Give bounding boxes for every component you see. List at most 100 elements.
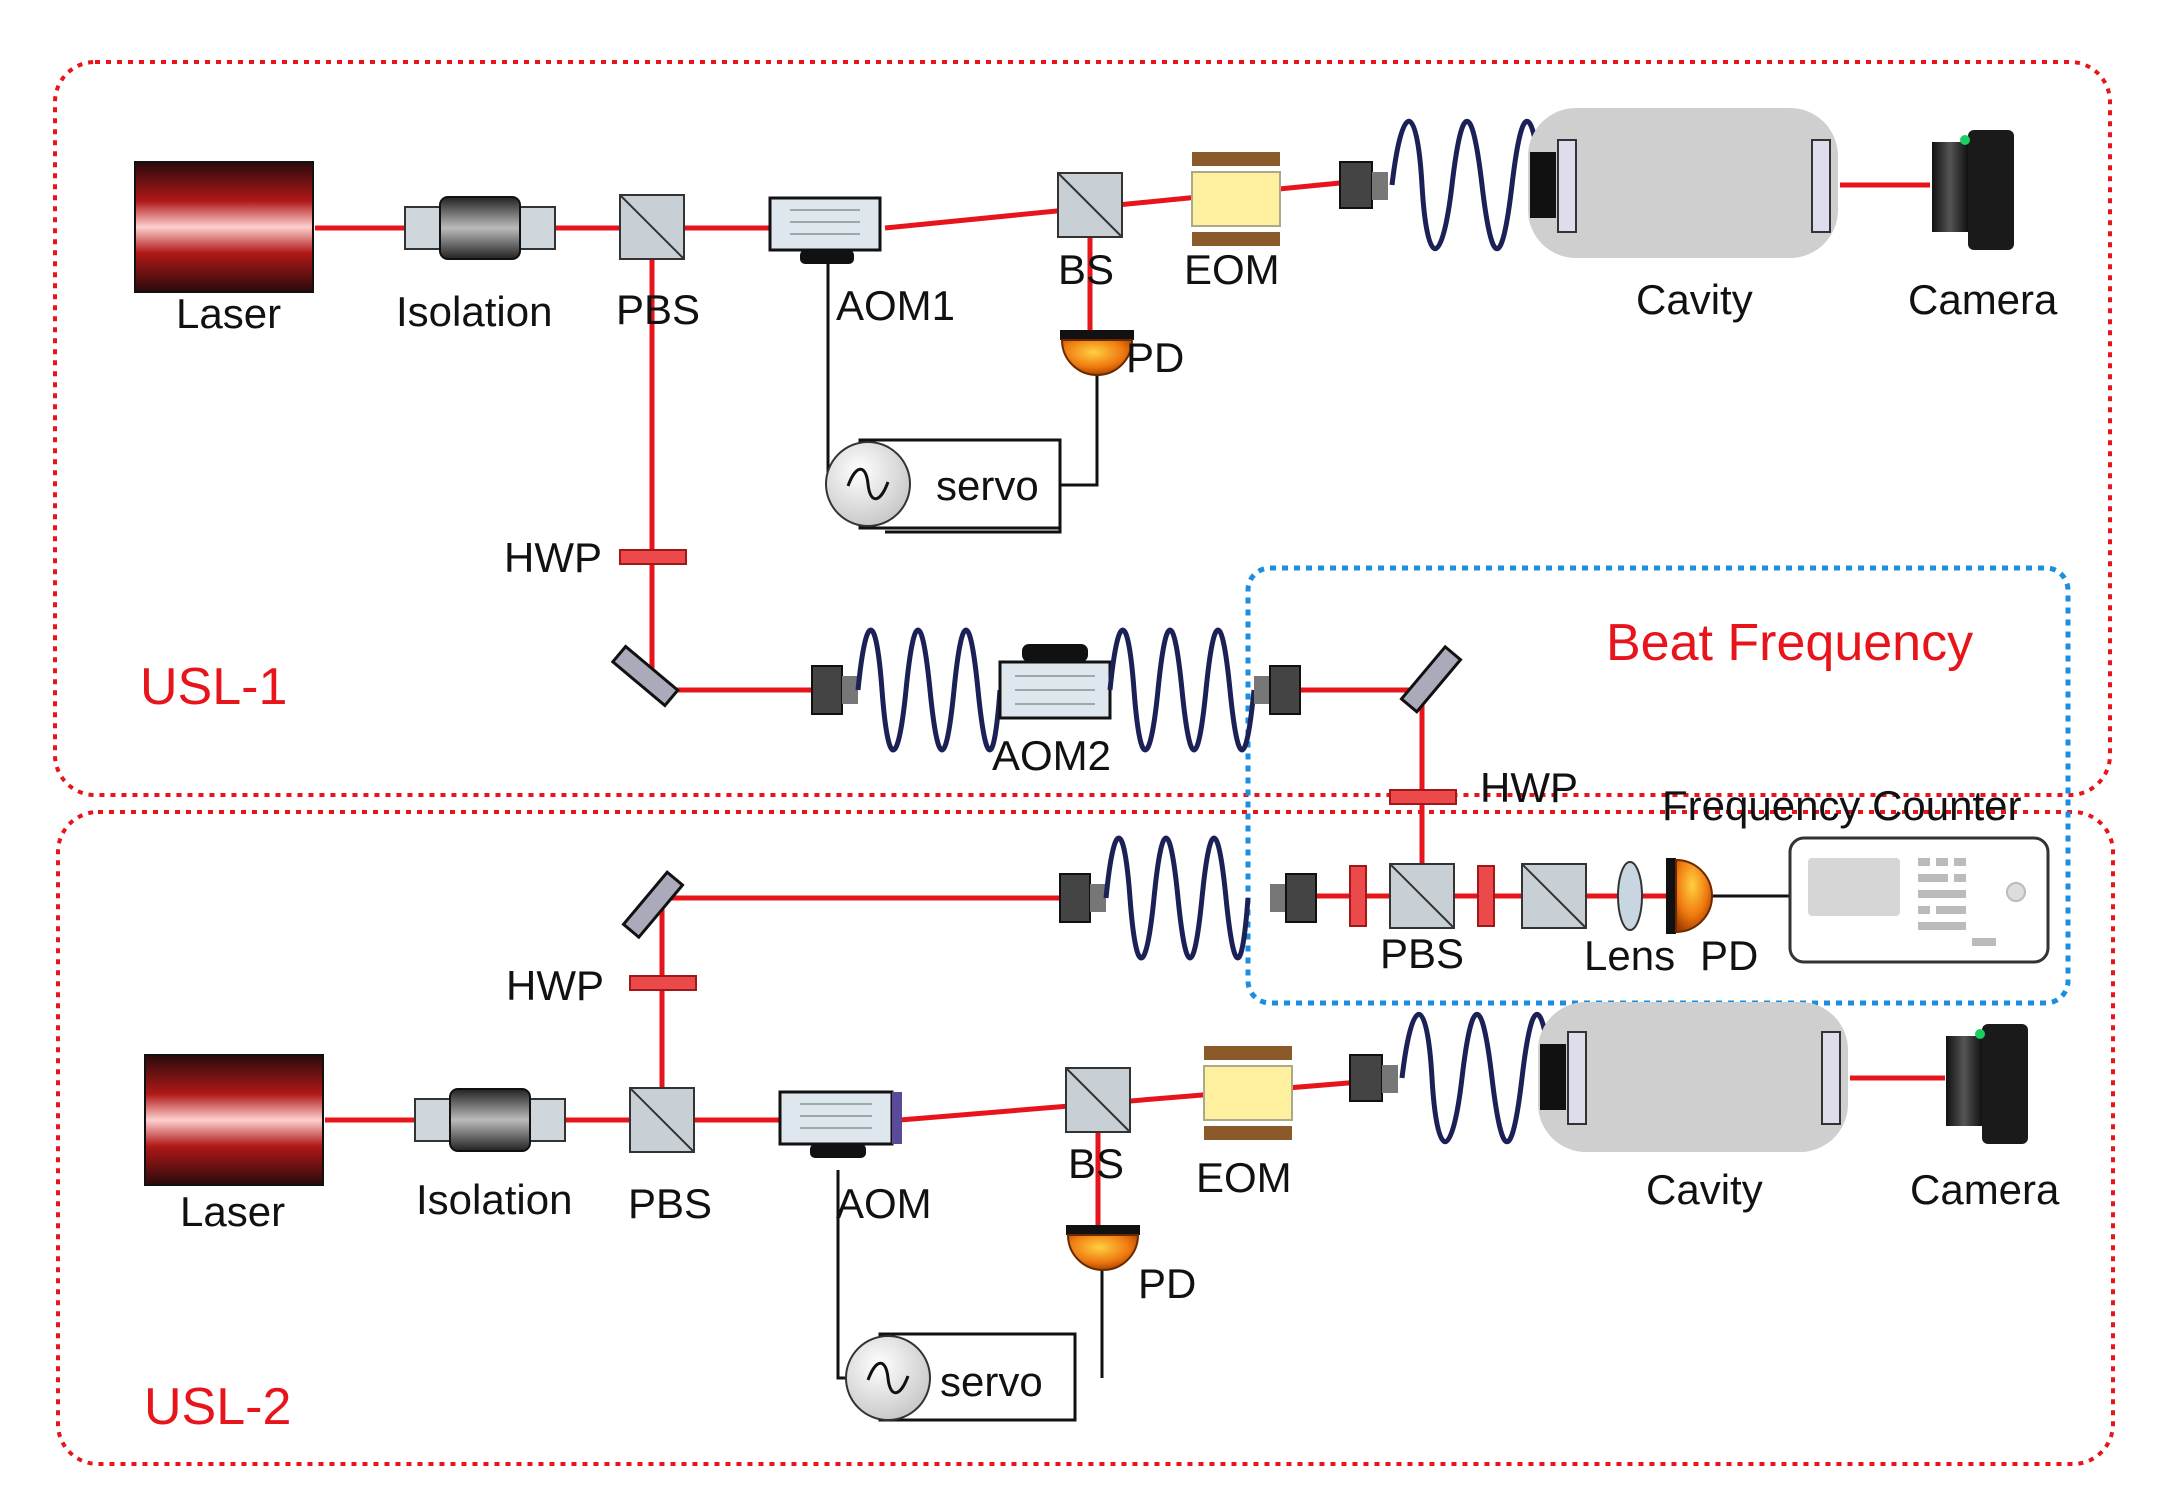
usl1-aom xyxy=(768,196,882,264)
beat-hwp xyxy=(1389,789,1457,805)
frequency-counter xyxy=(1788,836,2050,964)
fiber-coupler-icon xyxy=(811,665,843,715)
usl1-bs-label: BS xyxy=(1058,246,1114,293)
usl2-hwp-label: HWP xyxy=(506,962,604,1009)
beat-section-label: Beat Frequency xyxy=(1606,614,1973,672)
mirror-icon xyxy=(610,644,680,708)
lens-label: Lens xyxy=(1584,932,1675,979)
usl1-cavity xyxy=(1528,108,1838,258)
usl1-beam-splitter xyxy=(1057,172,1123,238)
usl2-beam-splitter xyxy=(1065,1067,1131,1133)
aom2-fiber-assembly xyxy=(811,627,1301,753)
usl1-hwp-label: HWP xyxy=(504,534,602,581)
fiber-coupler-icon xyxy=(1349,1054,1383,1102)
usl1-region-border xyxy=(53,60,2112,797)
usl1-eom xyxy=(1191,152,1281,246)
usl2-servo xyxy=(845,1332,1077,1422)
usl2-isolation-label: Isolation xyxy=(416,1176,572,1223)
usl2-pbs xyxy=(629,1087,695,1153)
signal-wires xyxy=(826,250,1790,1412)
cavity-icon xyxy=(1528,108,1838,258)
usl1-pbs xyxy=(619,194,685,260)
fiber-coupler-icon xyxy=(1269,665,1301,715)
usl2-pd xyxy=(1066,1225,1140,1271)
usl2-camera-label: Camera xyxy=(1910,1166,2060,1213)
usl1-aom1-label: AOM1 xyxy=(836,282,955,329)
fiber-coil-icon xyxy=(1107,627,1257,753)
usl2-mirror xyxy=(621,870,685,940)
usl2-fiber-to-beat xyxy=(1059,835,1317,961)
usl1-camera xyxy=(1932,130,2014,250)
usl1-isolation-label: Isolation xyxy=(396,288,552,335)
usl2-eom-label: EOM xyxy=(1196,1154,1292,1201)
usl1-isolator xyxy=(404,196,556,260)
beat-pbs-label: PBS xyxy=(1380,930,1464,977)
frequency-counter-label: Frequency Counter xyxy=(1662,782,2022,829)
usl2-laser-label: Laser xyxy=(180,1188,285,1235)
aom-icon xyxy=(778,1090,894,1146)
waveplate-icon xyxy=(1389,789,1457,805)
usl2-bs-label: BS xyxy=(1068,1140,1124,1187)
fiber-coupler-icon xyxy=(1339,161,1373,209)
photodiode-icon xyxy=(1060,339,1134,376)
fiber-coupler-icon xyxy=(1059,873,1091,923)
photodiode-icon xyxy=(1066,1234,1140,1271)
laser-icon xyxy=(134,161,314,293)
usl2-pd-label: PD xyxy=(1138,1260,1196,1307)
fiber-coil-icon xyxy=(1103,835,1251,961)
usl1-eom-label: EOM xyxy=(1184,246,1280,293)
usl1-camera-label: Camera xyxy=(1908,276,2058,323)
usl2-hwp xyxy=(629,975,697,991)
usl1-hwp xyxy=(619,549,687,565)
usl1-section-label: USL-1 xyxy=(140,658,287,716)
waveplate-icon xyxy=(629,975,697,991)
beat-pd xyxy=(1666,858,1713,934)
aom2-label: AOM2 xyxy=(992,732,1111,779)
usl2-isolator xyxy=(414,1088,566,1152)
beat-pbs xyxy=(1389,863,1455,929)
usl2-eom xyxy=(1203,1046,1293,1140)
waveplate-icon xyxy=(619,549,687,565)
waveplate-icon xyxy=(1477,865,1495,927)
eom-icon xyxy=(1204,1046,1292,1060)
usl2-pbs-label: PBS xyxy=(628,1180,712,1227)
beat-pd-label: PD xyxy=(1700,932,1758,979)
cavity-icon xyxy=(1538,1002,1848,1152)
usl1-laser-label: Laser xyxy=(176,290,281,337)
eom-icon xyxy=(1192,152,1280,166)
usl2-camera xyxy=(1946,1024,2028,1144)
usl1-pbs-label: PBS xyxy=(616,286,700,333)
usl1-laser xyxy=(134,161,314,293)
fiber-coil-icon xyxy=(855,627,1003,753)
usl2-aom-label: AOM xyxy=(836,1180,932,1227)
aom-icon xyxy=(768,196,882,252)
laser-icon xyxy=(144,1054,324,1186)
usl1-pd-label: PD xyxy=(1126,334,1184,381)
camera-icon xyxy=(1946,1036,1982,1126)
usl2-laser xyxy=(144,1054,324,1186)
waveplate-icon xyxy=(1349,865,1367,927)
fiber-coupler-icon xyxy=(1285,873,1317,923)
usl2-cavity-label: Cavity xyxy=(1646,1166,1763,1213)
usl1-servo-label: servo xyxy=(936,462,1039,509)
beat-polarizer xyxy=(1521,863,1587,929)
camera-icon xyxy=(1932,142,1968,232)
usl1-mirror xyxy=(610,644,680,708)
usl1-servo xyxy=(825,438,1062,530)
photodiode-icon xyxy=(1675,858,1713,934)
usl2-servo-label: servo xyxy=(940,1358,1043,1405)
usl2-cavity xyxy=(1538,1002,1848,1152)
usl2-aom xyxy=(778,1090,902,1158)
usl2-section-label: USL-2 xyxy=(144,1378,291,1436)
usl2-fiber-coupler xyxy=(1349,1054,1398,1102)
mirror-icon xyxy=(1399,644,1463,714)
beat-hwp-label: HWP xyxy=(1480,764,1578,811)
beat-mirror xyxy=(1399,644,1463,714)
usl1-pd xyxy=(1060,330,1134,376)
usl1-fiber-coupler xyxy=(1339,161,1388,209)
usl2-region-border xyxy=(56,810,2115,1466)
mirror-icon xyxy=(621,870,685,940)
lens-icon xyxy=(1617,861,1643,931)
usl1-cavity-label: Cavity xyxy=(1636,276,1753,323)
